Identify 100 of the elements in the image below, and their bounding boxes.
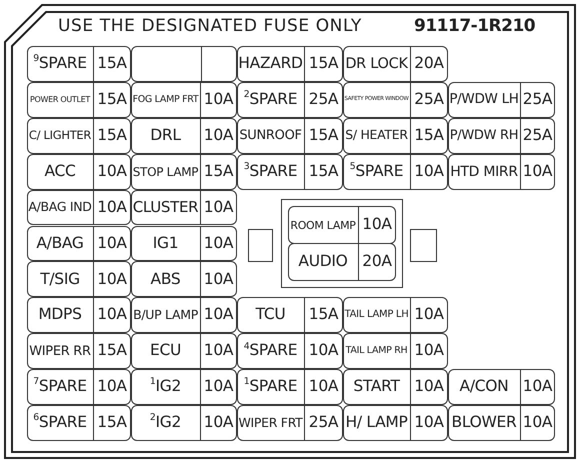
fuse-name: $^{1}$IG2 xyxy=(150,379,182,395)
fuse-name: $^{4}$SPARE xyxy=(244,343,298,359)
fuse-name: DRL xyxy=(150,128,181,144)
fuse-rating: 10A xyxy=(308,379,338,395)
fuse-rating: 15A xyxy=(97,415,127,431)
fuse-name: TCU xyxy=(256,307,286,323)
fuse-rating: 15A xyxy=(97,128,127,144)
fuse-slot xyxy=(131,333,237,370)
fuse-slot xyxy=(343,82,448,118)
fuse-rating: 10A xyxy=(97,200,127,216)
fuse-rating: 10A xyxy=(522,379,552,395)
fuse-rating: 10A xyxy=(204,128,234,144)
fuse-rating: 15A xyxy=(97,56,127,72)
fuse-name: POWER OUTLET xyxy=(30,96,90,104)
fuse-rating: 15A xyxy=(308,164,338,180)
fuse-slot xyxy=(131,369,237,405)
fuse-name: $^{2}$IG2 xyxy=(150,415,182,431)
fuse-name: $^{6}$SPARE xyxy=(33,415,87,431)
fuse-rating: 10A xyxy=(522,164,552,180)
fuse-slot xyxy=(131,226,237,262)
fuse-slot xyxy=(237,405,343,441)
relay-housing xyxy=(281,199,403,288)
fuse-slot xyxy=(131,154,237,190)
fuse-rating: 10A xyxy=(204,379,234,395)
fuse-rating: 15A xyxy=(97,92,127,108)
fuse-slot xyxy=(27,118,131,154)
fuse-slot xyxy=(448,154,555,190)
fuse-slot xyxy=(237,333,343,370)
fuse-name: MDPS xyxy=(38,307,82,323)
fuse-slot xyxy=(343,46,448,82)
fuse-name: T/SIG xyxy=(40,272,80,288)
fuse-slot xyxy=(343,333,448,370)
fuse-name: B/UP LAMP xyxy=(133,308,198,322)
fuse-name: CLUSTER xyxy=(132,200,198,216)
fuse-slot xyxy=(343,118,448,154)
fuse-slot xyxy=(448,82,555,118)
fuse-name: H/ LAMP xyxy=(345,415,408,431)
fuse-name: TAIL LAMP RH xyxy=(346,346,408,356)
fuse-rating: 20A xyxy=(362,254,392,270)
fuse-rating: 10A xyxy=(414,415,444,431)
fuse-slot xyxy=(27,261,131,298)
fuse-rating: 25A xyxy=(308,415,338,431)
fuse-name: ABS xyxy=(150,272,180,288)
fuse-slot xyxy=(343,297,448,334)
fuse-name: A/CON xyxy=(460,379,508,395)
fuse-slot xyxy=(131,261,237,298)
fuse-slot xyxy=(27,333,131,370)
fuse-rating: 10A xyxy=(414,307,444,323)
fuse-slot xyxy=(237,297,343,334)
fuse-name: A/BAG xyxy=(36,236,84,252)
fuse-slot xyxy=(448,405,555,441)
fuse-slot xyxy=(131,190,237,226)
fuse-name: IG1 xyxy=(152,236,178,252)
fuse-slot xyxy=(448,369,555,405)
fuse-slot xyxy=(343,154,448,190)
fuse-name: $^{3}$SPARE xyxy=(244,164,298,180)
fuse-rating: 10A xyxy=(414,379,444,395)
fuse-name: $^{9}$SPARE xyxy=(33,56,87,72)
fuse-rating: 10A xyxy=(414,343,444,359)
fuse-rating: 10A xyxy=(204,307,234,323)
fuse-rating: 15A xyxy=(308,307,338,323)
fuse-name: $^{1}$SPARE xyxy=(244,379,298,395)
fuse-name: SUNROOF xyxy=(239,129,302,142)
fuse-name: ROOM LAMP xyxy=(290,220,356,230)
fuse-rating: 10A xyxy=(204,236,234,252)
fuse-rating: 10A xyxy=(204,200,234,216)
fuse-name: $^{2}$SPARE xyxy=(244,92,298,108)
fuse-rating: 10A xyxy=(97,379,127,395)
fuse-slot xyxy=(237,369,343,405)
fuse-slot xyxy=(131,297,237,334)
fuse-rating: 10A xyxy=(97,272,127,288)
fuse-name: P/WDW LH xyxy=(449,93,519,107)
fuse-slot xyxy=(27,82,131,118)
fuse-name: ACC xyxy=(44,164,76,180)
fuse-slot xyxy=(448,118,555,154)
fuse-name: START xyxy=(353,379,400,395)
fuse-rating: 15A xyxy=(308,56,338,72)
fuse-name: STOP LAMP xyxy=(132,166,198,178)
fuse-slot xyxy=(288,206,396,244)
fuse-name: HTD MIRR xyxy=(450,164,518,179)
fuse-slot xyxy=(343,369,448,405)
fuse-slot xyxy=(237,154,343,190)
fuse-rating: 10A xyxy=(308,343,338,359)
fuse-rating: 10A xyxy=(362,217,392,233)
fuse-slot xyxy=(27,46,131,82)
fuse-slot xyxy=(237,82,343,118)
fuse-rating: 10A xyxy=(204,272,234,288)
fuse-rating: 10A xyxy=(97,236,127,252)
fuse-rating: 10A xyxy=(97,164,127,180)
fuse-name: FOG LAMP FRT xyxy=(132,95,198,105)
fuse-name: HAZARD xyxy=(238,56,303,72)
fuse-name: TAIL LAMP LH xyxy=(344,310,408,320)
part-number: 91117-1R210 xyxy=(414,16,536,36)
fuse-name: $^{7}$SPARE xyxy=(33,379,87,395)
fuse-rating: 10A xyxy=(522,415,552,431)
fuse-slot xyxy=(131,405,237,441)
fuse-rating: 25A xyxy=(414,92,444,108)
fuse-name: WIPER FRT xyxy=(238,416,303,430)
fuse-rating: 25A xyxy=(522,92,552,108)
fuse-slot xyxy=(288,243,396,281)
